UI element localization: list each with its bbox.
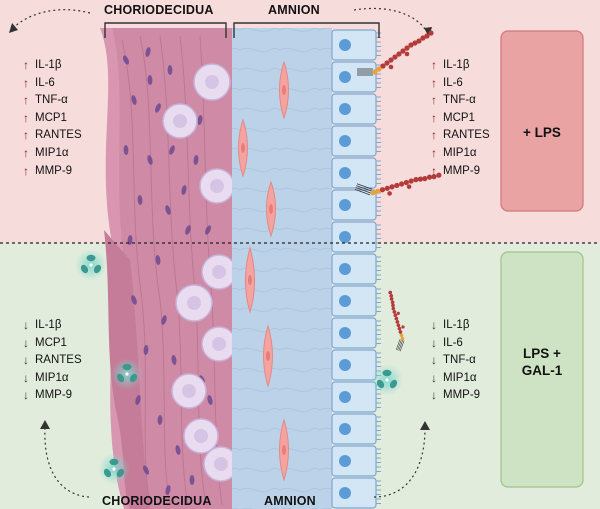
cytokine-item: ↑ RANTES bbox=[428, 127, 490, 145]
gal-condition-label-line1: LPS + bbox=[523, 346, 561, 361]
cytokine-item: ↓ MCP1 bbox=[20, 335, 82, 353]
cytokine-item: ↓ MMP-9 bbox=[428, 387, 480, 405]
cytokine-item: ↑ IL-6 bbox=[428, 75, 490, 93]
cytokine-name: IL-1β bbox=[35, 59, 62, 71]
up-arrow-icon: ↑ bbox=[23, 145, 29, 160]
cytokine-name: TNF-α bbox=[35, 94, 68, 107]
cytokine-name: MMP-9 bbox=[35, 164, 73, 177]
cytokine-name: MMP-9 bbox=[443, 389, 481, 402]
down-arrow-icon: ↓ bbox=[23, 370, 29, 385]
cytokine-item: ↓ RANTES bbox=[20, 352, 82, 370]
cytokine-name: TNF-α bbox=[443, 94, 476, 107]
amnion-bottom-label: AMNION bbox=[264, 494, 316, 508]
down-arrow-icon: ↓ bbox=[23, 335, 29, 350]
up-arrow-icon: ↑ bbox=[23, 110, 29, 125]
cytokine-name: RANTES bbox=[35, 354, 82, 367]
gal-condition-label: LPS + GAL-1 bbox=[501, 345, 583, 379]
cytokine-name: MMP-9 bbox=[443, 164, 481, 177]
up-arrow-icon: ↑ bbox=[23, 93, 29, 108]
up-arrow-icon: ↑ bbox=[23, 75, 29, 90]
gal-condition-label-line2: GAL-1 bbox=[521, 363, 563, 378]
cytokine-item: ↑ MIP1α bbox=[428, 145, 490, 163]
down-arrow-icon: ↓ bbox=[23, 353, 29, 368]
cytokine-item: ↑ TNF-α bbox=[20, 92, 82, 110]
cytokine-item: ↑ TNF-α bbox=[428, 92, 490, 110]
choriodecidua-top-label: CHORIODECIDUA bbox=[104, 3, 214, 17]
cytokine-name: IL-1β bbox=[443, 319, 470, 331]
cytokine-item: ↑ MMP-9 bbox=[428, 163, 490, 181]
cytokine-name: IL-6 bbox=[35, 76, 55, 89]
cytokine-name: MIP1α bbox=[443, 371, 477, 384]
down-arrow-icon: ↓ bbox=[431, 388, 437, 403]
cytokine-item: ↑ MCP1 bbox=[20, 110, 82, 128]
cytokine-item: ↑ IL-1β bbox=[428, 57, 490, 75]
up-arrow-icon: ↑ bbox=[431, 128, 437, 143]
cytokine-name: MIP1α bbox=[443, 146, 477, 159]
cytokine-list-bottom-right: ↓ IL-1β ↓ IL-6 ↓ TNF-α ↓ MIP1α ↓ MMP-9 bbox=[428, 317, 480, 405]
up-arrow-icon: ↑ bbox=[431, 75, 437, 90]
cytokine-list-top-left: ↑ IL-1β ↑ IL-6 ↑ TNF-α ↑ MCP1 ↑ RANTES ↑ MIP1α ↑ MMP-… bbox=[20, 57, 82, 180]
up-arrow-icon: ↑ bbox=[23, 58, 29, 72]
arrowheads bbox=[9, 23, 432, 430]
down-arrow-icon: ↓ bbox=[23, 388, 29, 403]
cytokine-name: IL-6 bbox=[443, 76, 463, 89]
cytokine-name: TNF-α bbox=[443, 354, 476, 367]
choriodecidua-bottom-label: CHORIODECIDUA bbox=[102, 494, 212, 508]
cytokine-name: IL-1β bbox=[35, 319, 62, 331]
cytokine-name: MMP-9 bbox=[35, 389, 73, 402]
down-arrow-icon: ↓ bbox=[431, 353, 437, 368]
cytokine-item: ↓ MIP1α bbox=[428, 370, 480, 388]
up-arrow-icon: ↑ bbox=[431, 145, 437, 160]
lps-condition-box bbox=[500, 30, 584, 212]
cytokine-item: ↓ MIP1α bbox=[20, 370, 82, 388]
cytokine-item: ↑ MMP-9 bbox=[20, 163, 82, 181]
header-brackets bbox=[104, 22, 380, 38]
down-arrow-icon: ↓ bbox=[431, 318, 437, 332]
cytokine-item: ↓ IL-6 bbox=[428, 335, 480, 353]
cytokine-item: ↑ IL-6 bbox=[20, 75, 82, 93]
cytokine-item: ↓ MMP-9 bbox=[20, 387, 82, 405]
up-arrow-icon: ↑ bbox=[23, 128, 29, 143]
cytokine-list-top-right: ↑ IL-1β ↑ IL-6 ↑ TNF-α ↑ MCP1 ↑ RANTES ↑ MIP1α ↑ MMP-… bbox=[428, 57, 490, 180]
down-arrow-icon: ↓ bbox=[431, 335, 437, 350]
cytokine-list-bottom-left: ↓ IL-1β ↓ MCP1 ↓ RANTES ↓ MIP1α ↓ MMP-9 bbox=[20, 317, 82, 405]
up-arrow-icon: ↑ bbox=[431, 163, 437, 178]
amnion-stroma bbox=[232, 28, 332, 509]
cytokine-name: MIP1α bbox=[35, 371, 69, 384]
cytokine-item: ↓ IL-1β bbox=[428, 317, 480, 335]
curved-arrows bbox=[12, 7, 428, 498]
lps-condition-label: + LPS bbox=[523, 125, 561, 140]
up-arrow-icon: ↑ bbox=[431, 93, 437, 108]
cytokine-name: IL-1β bbox=[443, 59, 470, 71]
cytokine-item: ↑ IL-1β bbox=[20, 57, 82, 75]
cytokine-item: ↓ TNF-α bbox=[428, 352, 480, 370]
amnion-epithelium bbox=[331, 29, 381, 509]
down-arrow-icon: ↓ bbox=[23, 318, 29, 332]
cytokine-item: ↑ MIP1α bbox=[20, 145, 82, 163]
cytokine-name: MCP1 bbox=[443, 111, 475, 124]
cytokine-name: MIP1α bbox=[35, 146, 69, 159]
down-arrow-icon: ↓ bbox=[431, 370, 437, 385]
up-arrow-icon: ↑ bbox=[431, 58, 437, 72]
choriodecidua-tissue bbox=[100, 28, 239, 509]
cytokine-name: IL-6 bbox=[443, 336, 463, 349]
cytokine-item: ↓ IL-1β bbox=[20, 317, 82, 335]
up-arrow-icon: ↑ bbox=[23, 163, 29, 178]
cytokine-item: ↑ RANTES bbox=[20, 127, 82, 145]
up-arrow-icon: ↑ bbox=[431, 110, 437, 125]
cytokine-item: ↑ MCP1 bbox=[428, 110, 490, 128]
cytokine-name: MCP1 bbox=[35, 111, 67, 124]
cytokine-name: RANTES bbox=[443, 129, 490, 142]
gal-condition-box bbox=[500, 251, 584, 488]
amnion-top-label: AMNION bbox=[268, 3, 320, 17]
cytokine-name: MCP1 bbox=[35, 336, 67, 349]
cytokine-name: RANTES bbox=[35, 129, 82, 142]
